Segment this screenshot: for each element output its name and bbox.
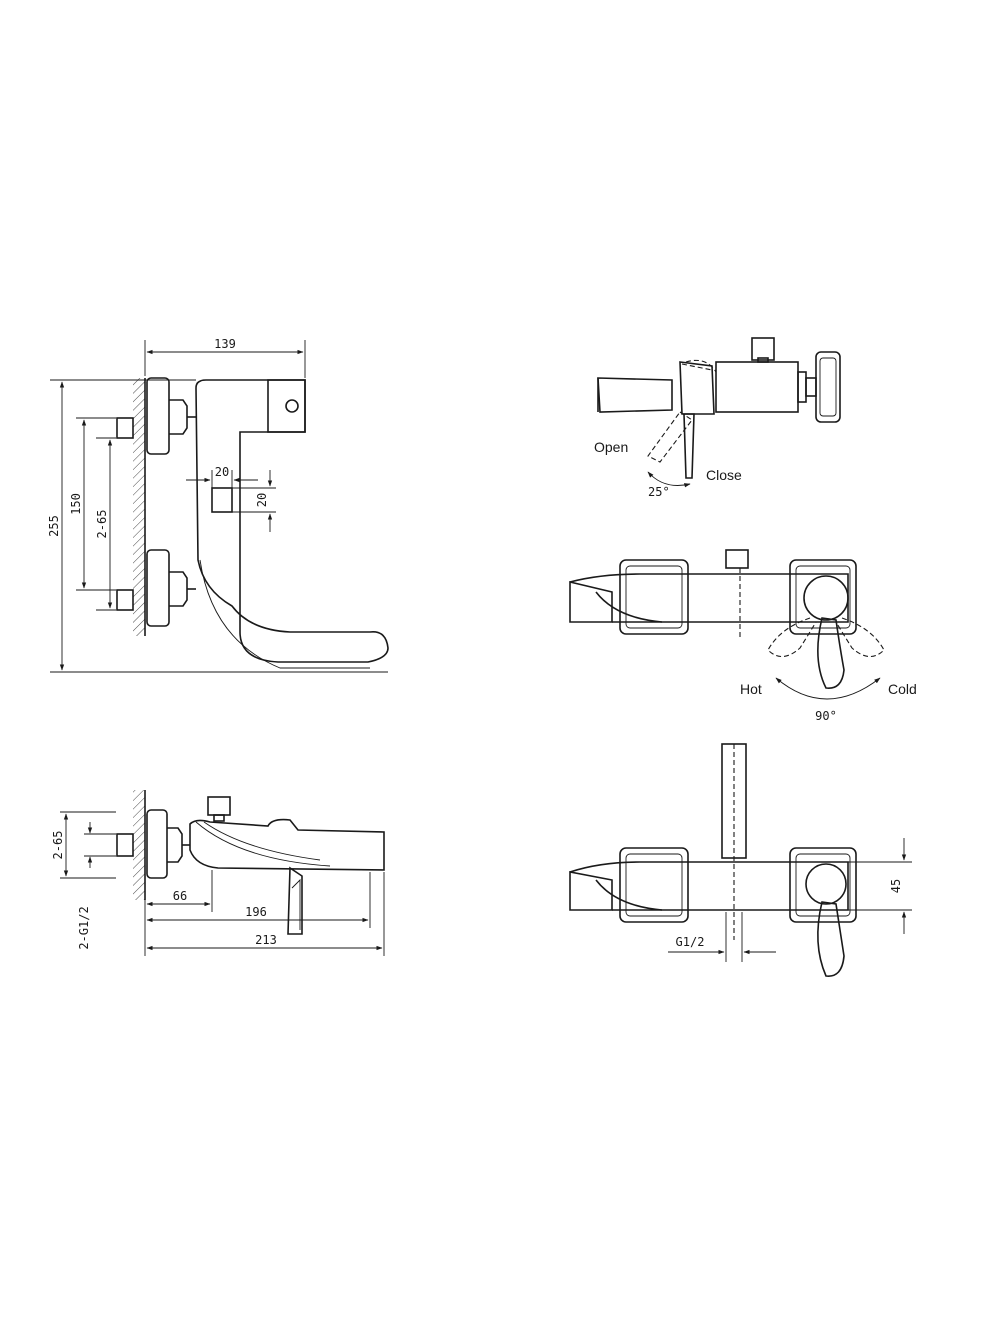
handle-lever-bottom: [817, 901, 845, 977]
diverter-knob: [207, 796, 231, 816]
diverter-top-front: [725, 549, 749, 569]
dim-thread-2-g1-2: 2-G1/2: [77, 906, 91, 949]
inlet-square-bottom: [116, 589, 134, 611]
label-angle-25: 25°: [648, 485, 670, 499]
handle-lever: [817, 617, 845, 689]
side-view: 2-65 2-G1/2 66 196 213: [51, 790, 385, 956]
dim-square-width-20: 20: [215, 465, 229, 479]
label-hot: Hot: [740, 681, 762, 697]
wall-plate-right: [815, 351, 841, 423]
lever-rotation-view: Open Close 25°: [594, 337, 841, 499]
dim-66: 66: [173, 889, 187, 903]
lever-side: [287, 866, 303, 935]
inlet-square-top: [116, 417, 134, 439]
valve-block: [715, 361, 799, 413]
inlet-square-side: [116, 833, 134, 857]
wall-plate-bottom: [146, 549, 170, 627]
dim-square-height-20: 20: [255, 493, 269, 507]
diverter-top: [751, 337, 775, 361]
front-view: 139 255 150 2-65 20 20: [47, 337, 389, 673]
handle-disc: [803, 575, 849, 621]
spout-body-side: [189, 818, 385, 871]
lever-closed: [683, 413, 695, 479]
label-close: Close: [706, 467, 742, 483]
label-angle-90: 90°: [815, 709, 837, 723]
wall-plate-top: [146, 377, 170, 455]
lever-open: [647, 411, 693, 463]
dim-inlet-2-65: 2-65: [95, 510, 109, 539]
dim-196: 196: [245, 905, 267, 919]
temperature-view: Hot Cold 90°: [569, 549, 917, 723]
label-open: Open: [594, 439, 628, 455]
label-cold: Cold: [888, 681, 917, 697]
dim-height-255: 255: [47, 515, 61, 537]
handle-disc-bottom: [805, 863, 847, 905]
spout-end: [597, 377, 673, 413]
vent-hole: [285, 399, 299, 413]
outlet-view: 45 G1/2: [569, 743, 912, 977]
dim-center-distance-150: 150: [69, 493, 83, 515]
dim-offset-45: 45: [889, 879, 903, 893]
dim-side-inlet-2-65: 2-65: [51, 831, 65, 860]
dim-thread-g1-2: G1/2: [676, 935, 705, 949]
dim-width-139: 139: [214, 337, 236, 351]
square-recess: [211, 487, 233, 513]
wall-hatch-side: [133, 790, 145, 900]
faucet-body: [195, 379, 389, 663]
dim-213: 213: [255, 933, 277, 947]
main-body-bottom: [569, 861, 849, 911]
wall-hatch: [133, 378, 145, 636]
